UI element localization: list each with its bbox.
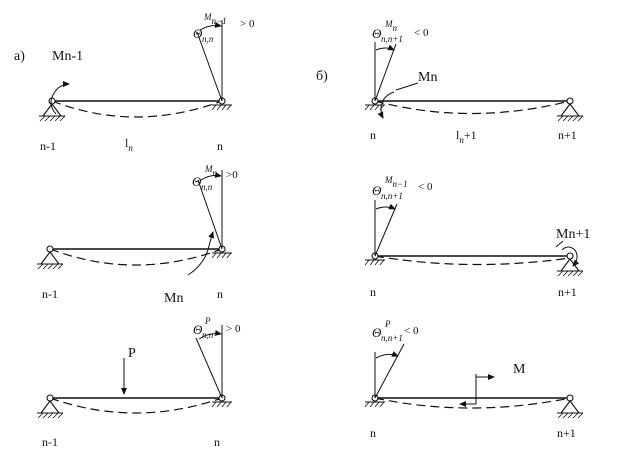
moment-leader-line [395,82,419,91]
panel-b-label: б) [316,69,328,84]
deflection-curve [51,100,223,118]
panel-a-row1: Mn-1 n-1 n ln Θ Mn−1 n,n > 0 [38,12,255,153]
panel-a-label: а) [14,49,25,64]
left-node-label: n [370,128,376,142]
deflection-curve [374,100,571,115]
panel-a-row2: Mn n-1 n Θ Mn n,n >0 [36,164,238,306]
theta-condition: >0 [226,169,238,181]
left-node-label: n [370,285,376,299]
theta-condition: > 0 [226,323,241,335]
theta-symbol: Θ [372,325,382,340]
moment-label: Mn [418,70,437,85]
deflection-curve [374,397,571,409]
theta-subscript: n,n [202,34,214,44]
panel-b-row1: Mn n n+1 ln+1 Θ Mn n,n+1 < 0 [364,19,584,145]
theta-condition: < 0 [418,181,433,193]
rotated-tangent-line [374,43,397,102]
theta-subscript: n,n+1 [381,191,403,201]
theta-superscript: Mn [204,164,218,178]
theta-subscript: n,n [202,330,214,340]
right-node-label: n+1 [558,285,577,299]
rotation-angle-arrow [200,171,222,181]
panel-a-row3: P n-1 n Θ P n,n > 0 [36,316,241,449]
rotation-angle-arrow [198,329,222,340]
right-node-label: n+1 [558,128,577,142]
right-node-label: n+1 [557,426,576,440]
theta-condition: < 0 [414,27,429,39]
left-node-label: n [370,426,376,440]
theta-symbol: Θ [372,183,382,198]
rotation-angle-arrow [375,351,399,359]
moment-label: Mn-1 [52,49,83,64]
rotation-angle-arrow [375,44,395,51]
rotation-angle-arrow [375,203,396,210]
moment-label: Mn+1 [556,227,590,242]
span-label: ln [125,136,133,153]
span-label: ln+1 [456,128,477,145]
left-node-label: n-1 [40,139,56,153]
moment-label: Mn [164,291,183,306]
theta-superscript: Mn [384,19,398,33]
moment-leader-line [555,240,564,248]
theta-symbol: Θ [193,26,203,41]
theta-superscript: Mn−1 [384,175,408,189]
theta-condition: > 0 [240,18,255,30]
theta-superscript: P [384,319,391,329]
moment-arrow [561,246,580,267]
theta-subscript: n,n+1 [381,333,403,343]
theta-superscript: Mn−1 [203,12,227,26]
left-node-label: n-1 [42,287,58,301]
theta-symbol: Θ [372,26,382,41]
rotated-tangent-line [197,179,223,250]
rotated-tangent-line [374,343,405,399]
moment-arrow [50,81,70,115]
right-node-label: n [217,139,223,153]
theta-subscript: n,n+1 [381,34,403,44]
right-node-label: n [217,287,223,301]
theta-subscript: n,n [201,182,213,192]
deflection-curve [374,255,571,266]
theta-condition: < 0 [404,325,419,337]
rotated-tangent-line [374,203,398,257]
right-node-label: n [214,435,220,449]
force-label: P [128,346,136,361]
theta-superscript: P [204,316,211,326]
moment-arrow [187,231,214,276]
moment-arrow [377,91,395,119]
left-node-label: n-1 [42,435,58,449]
theta-symbol: Θ [192,174,202,189]
theta-symbol: Θ [193,322,203,337]
panel-b-row2: Mn+1 n n+1 Θ Mn−1 n,n+1 < 0 [364,175,590,299]
rotated-tangent-line [195,337,223,399]
rotation-angle-arrow [199,21,222,31]
rotated-tangent-line [196,31,223,102]
panel-b-row3: M n n+1 Θ P n,n+1 < 0 [364,319,584,440]
deflection-curve [49,397,223,414]
deflection-curve [49,248,223,266]
moment-label: M [513,362,526,377]
